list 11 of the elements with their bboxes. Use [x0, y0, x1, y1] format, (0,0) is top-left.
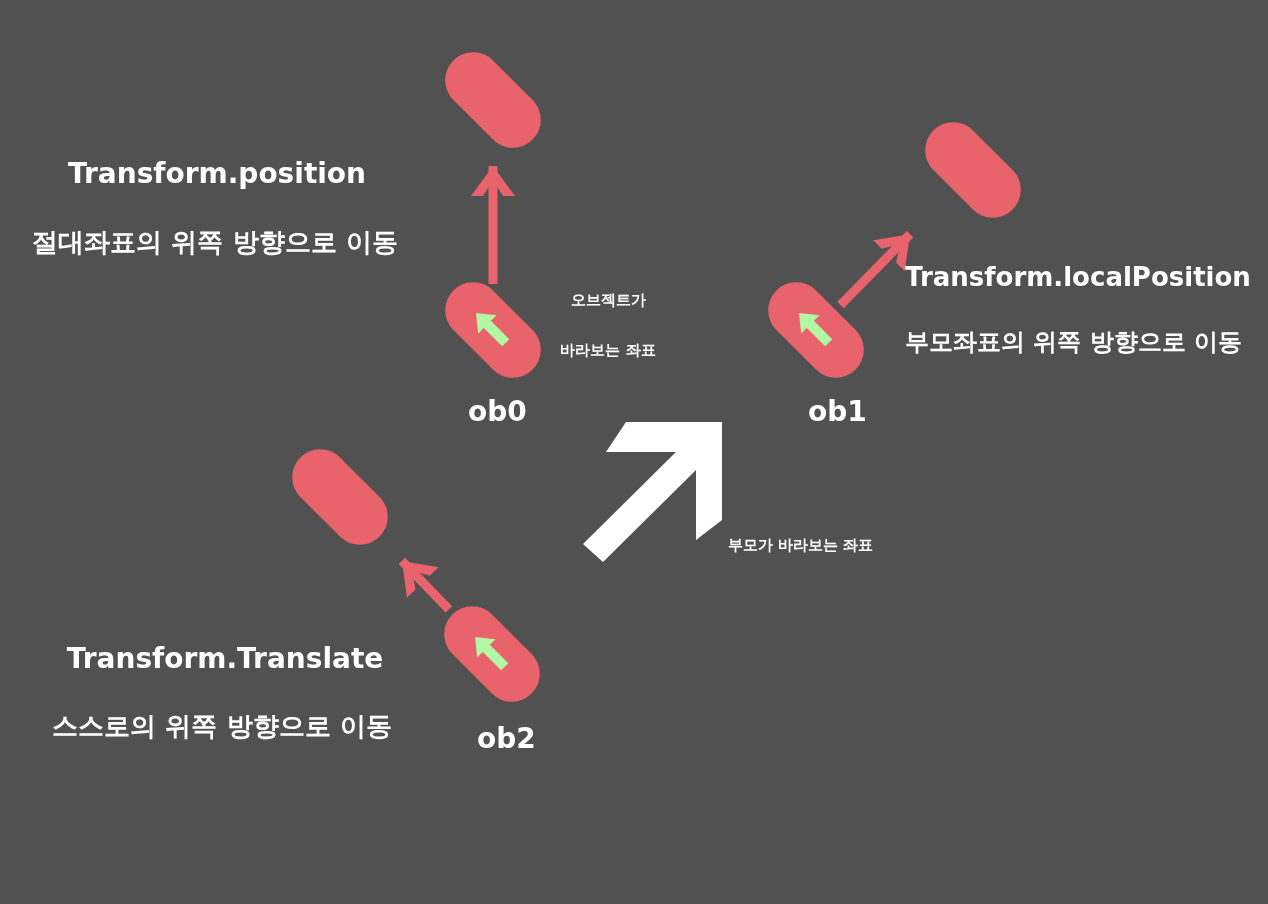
code-label: Transform.position	[67, 157, 367, 191]
object-label: ob0	[468, 395, 527, 428]
code-label: Transform.localPosition	[905, 261, 1251, 292]
object-label: ob2	[477, 722, 536, 755]
note-text: 부모좌표의 위쪽 방향으로 이동	[905, 327, 1243, 359]
note-text: 오브젝트가 바라보는 좌표	[559, 290, 657, 361]
note-text: 스스로의 위쪽 방향으로 이동	[52, 709, 392, 743]
object-label: ob1	[808, 395, 867, 428]
note-text: 절대좌표의 위쪽 방향으로 이동	[32, 225, 398, 259]
code-label: Transform.Translate	[66, 642, 384, 676]
note-text: 부모가 바라보는 좌표	[728, 535, 874, 555]
